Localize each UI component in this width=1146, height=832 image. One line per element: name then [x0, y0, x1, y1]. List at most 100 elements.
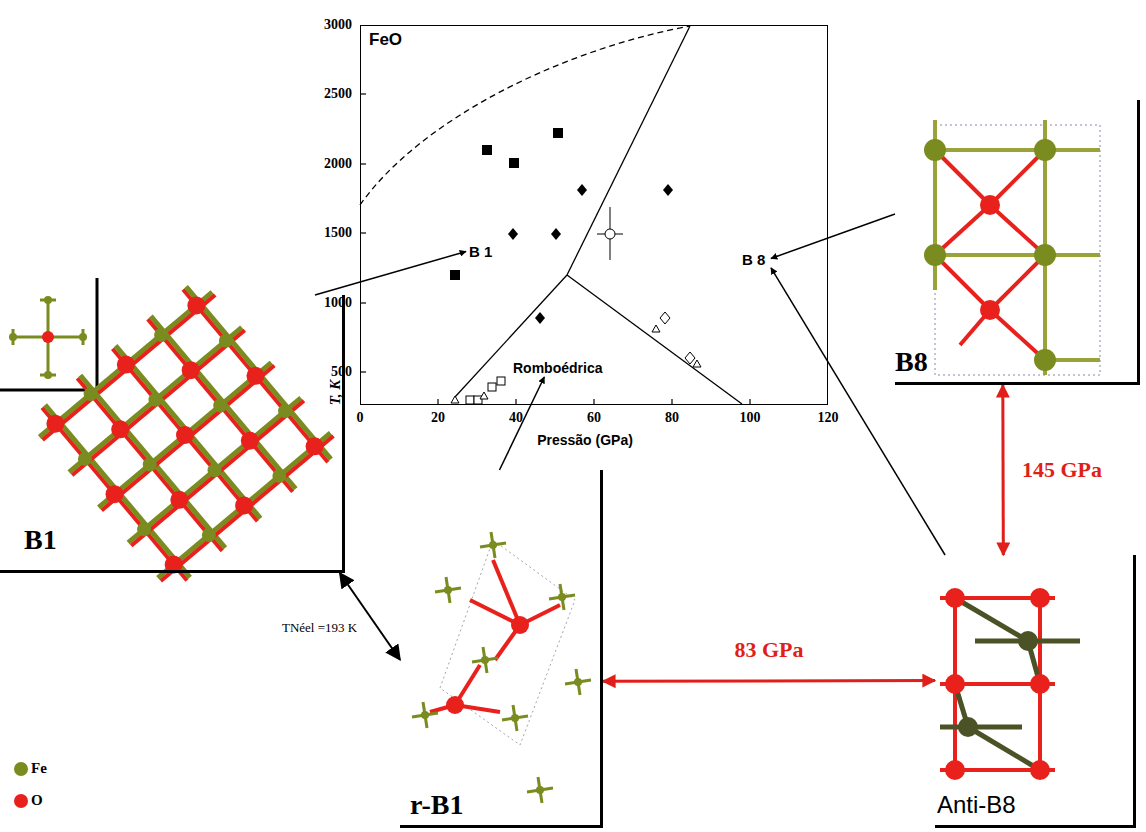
tick-label: 1500	[324, 225, 352, 241]
lattice-rod	[99, 363, 272, 508]
tick-label: 80	[665, 410, 679, 426]
lattice-atom	[278, 404, 292, 418]
edge-label: 83 GPa	[732, 637, 805, 663]
lattice-rod	[161, 436, 334, 581]
lattice-rod	[42, 408, 187, 581]
lattice-atom	[202, 528, 216, 542]
fe-atom	[444, 586, 452, 594]
lattice-atom	[235, 496, 253, 514]
connector-arrow	[315, 252, 466, 296]
node-title: Anti-B8	[937, 793, 1016, 817]
b1-inset-cell	[9, 296, 87, 379]
lattice-rod	[43, 295, 216, 440]
tick-label: 2000	[324, 156, 352, 172]
lattice-atom	[143, 458, 157, 472]
data-points	[450, 128, 673, 324]
legend-item: Fe	[14, 760, 47, 777]
melting-curve	[360, 26, 690, 205]
lattice-rod	[148, 319, 293, 492]
lattice-atom	[187, 296, 205, 314]
lattice-rod	[113, 349, 258, 522]
tick-label: 40	[509, 410, 523, 426]
lattice-atom	[306, 437, 324, 455]
lattice-atom	[154, 328, 168, 342]
structure-panel: Anti-B8	[935, 555, 1136, 828]
structure-panel: r-B1	[400, 470, 603, 828]
tick-label: 120	[818, 410, 839, 426]
connector-arrow	[771, 268, 945, 555]
lattice-atom	[241, 432, 259, 450]
phase-chart: FeO B 1 B 8 Romboédrica	[360, 25, 828, 405]
fe-atom	[558, 593, 566, 601]
axis-title: Pressão (GPa)	[537, 432, 633, 448]
legend-text: Fe	[31, 760, 47, 777]
fe-atom	[511, 714, 519, 722]
rb1-structure	[412, 532, 591, 803]
phase-region: B 1	[466, 241, 498, 262]
connector-arrow	[499, 377, 544, 470]
lattice-atom	[176, 426, 194, 444]
tick-label: 1000	[324, 295, 352, 311]
node-title: B1	[24, 526, 57, 554]
connector-arrow	[340, 573, 400, 660]
phase-boundary	[455, 26, 742, 404]
fe-atom	[481, 656, 489, 664]
legend-item: O	[14, 792, 43, 809]
fe-atom	[421, 711, 429, 719]
connector-arrow	[771, 214, 895, 258]
lattice-rod	[40, 292, 213, 437]
lattice-atom	[208, 463, 222, 477]
structure-panel: B1	[0, 295, 345, 573]
phase-region: Romboédrica	[510, 357, 608, 377]
axis-title: T, K	[327, 379, 344, 404]
b1-lattice	[40, 287, 334, 581]
connector-arrow	[1001, 385, 1005, 555]
lattice-rod	[45, 405, 190, 578]
antib8-structure	[940, 588, 1080, 780]
lattice-atom	[246, 367, 264, 385]
lattice-atom	[148, 393, 162, 407]
lattice-atom	[219, 334, 233, 348]
node-title: B 8	[742, 251, 765, 268]
lattice-rod	[158, 433, 331, 578]
lattice-rod	[102, 366, 275, 511]
node-title: r-B1	[410, 791, 463, 819]
lattice-atom	[272, 469, 286, 483]
lattice-atom	[137, 522, 151, 536]
edge-label: TNéel =193 K	[280, 620, 359, 636]
tick-label: 500	[331, 364, 352, 380]
lattice-atom	[170, 491, 188, 509]
axis-ticks	[360, 94, 750, 405]
lattice-rod	[186, 287, 331, 460]
b8-structure	[924, 120, 1100, 375]
node-title: B 1	[469, 243, 492, 260]
fe-atom	[536, 786, 544, 794]
fe-atom	[574, 678, 582, 686]
structure-panel: B8	[895, 100, 1140, 385]
lattice-atom	[46, 415, 64, 433]
legend-text: O	[31, 792, 43, 809]
lattice-atom	[84, 387, 98, 401]
lattice-atom	[117, 356, 135, 374]
phase-region: B 8	[739, 249, 771, 270]
tick-label: 2500	[324, 86, 352, 102]
lattice-atom	[213, 398, 227, 412]
tick-label: 0	[357, 410, 364, 426]
lattice-atom	[106, 485, 124, 503]
lattice-atom	[111, 420, 129, 438]
fe-atom	[489, 541, 497, 549]
node-title: FeO	[369, 30, 402, 49]
legend-swatch	[14, 762, 28, 776]
lattice-atom	[78, 452, 92, 466]
legend-swatch	[14, 794, 28, 808]
lattice-rod	[131, 401, 304, 546]
tick-label: 20	[431, 410, 445, 426]
node-title: B8	[895, 348, 928, 376]
data-points-open	[451, 207, 701, 404]
tick-label: 100	[740, 410, 761, 426]
tick-label: 60	[587, 410, 601, 426]
lattice-rod	[183, 290, 328, 463]
